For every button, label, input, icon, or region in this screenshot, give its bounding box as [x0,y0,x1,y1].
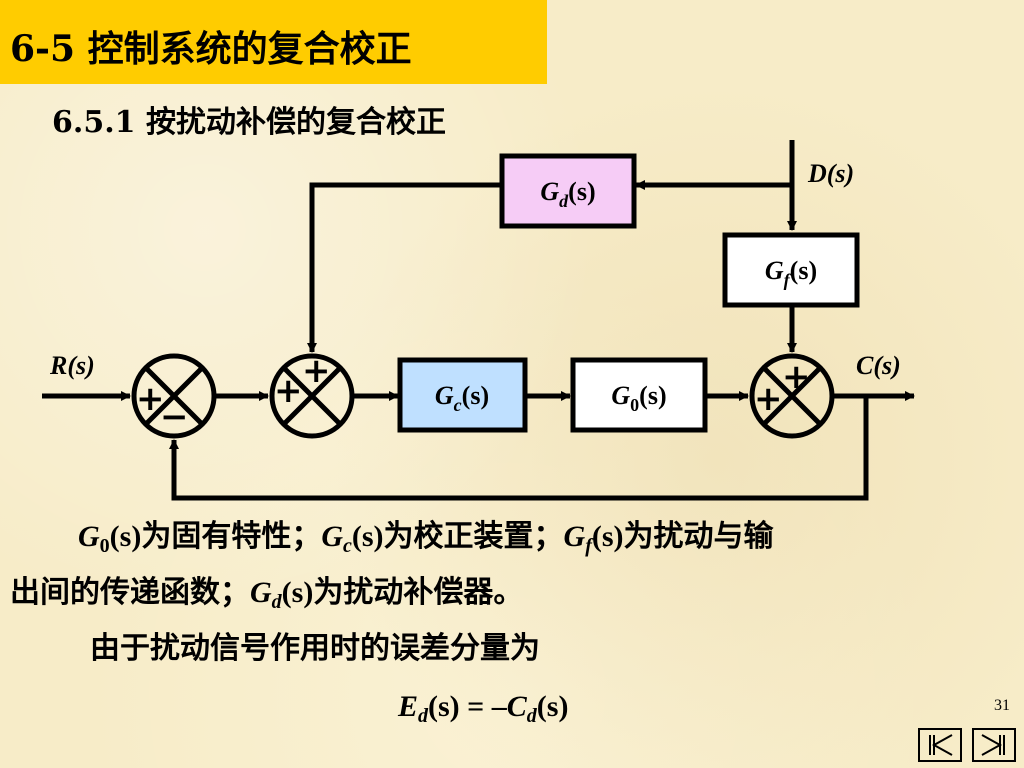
sum-junction-1 [131,353,217,439]
sum-junction-3 [749,353,835,439]
feedback-line [169,396,869,501]
gf-block [722,232,860,308]
c-signal-label: C(s) [856,351,901,380]
error-formula: Ed(s) = –Cd(s) [398,690,569,727]
paragraph-2: 出间的传递函数；Gd(s)为扰动补偿器。 [10,575,524,613]
gc-label: Gc(s) [435,381,489,415]
g0-block [570,357,708,433]
sign-s2-left: + [274,371,303,411]
sum-junction-2 [269,353,355,439]
first-page-button[interactable] [918,728,962,762]
page-title: 6-5 控制系统的复合校正 [10,28,412,70]
gc-block [397,357,528,433]
paragraph-3: 由于扰动信号作用时的误差分量为 [90,631,540,666]
d-signal-label: D(s) [807,159,854,188]
sign-s3-left: + [754,379,783,419]
sign-s1-bottom: − [160,397,189,437]
r-signal-label: R(s) [49,351,95,380]
gd-block [499,153,637,229]
first-page-icon [929,734,953,756]
last-page-button[interactable] [972,728,1016,762]
block-diagram: Gd(s) Gf(s) Gc(s) G0(s) + − + + + + R(s)… [42,140,915,501]
title-bar: 6-5 控制系统的复合校正 [0,0,547,84]
gf-label: Gf(s) [765,256,817,290]
gd-label: Gd(s) [540,177,595,211]
page-number: 31 [994,697,1010,714]
g0-label: G0(s) [611,381,666,415]
section-subtitle: 6.5.1 按扰动补偿的复合校正 [52,105,446,140]
sign-s1-left: + [136,379,165,419]
last-page-icon [981,734,1005,756]
sign-s2-top: + [302,351,331,391]
gd-to-s2-line [307,182,502,353]
sign-s3-top: + [782,357,811,397]
paragraph-1: G0(s)为固有特性；Gc(s)为校正装置；Gf(s)为扰动与输 [78,519,774,557]
